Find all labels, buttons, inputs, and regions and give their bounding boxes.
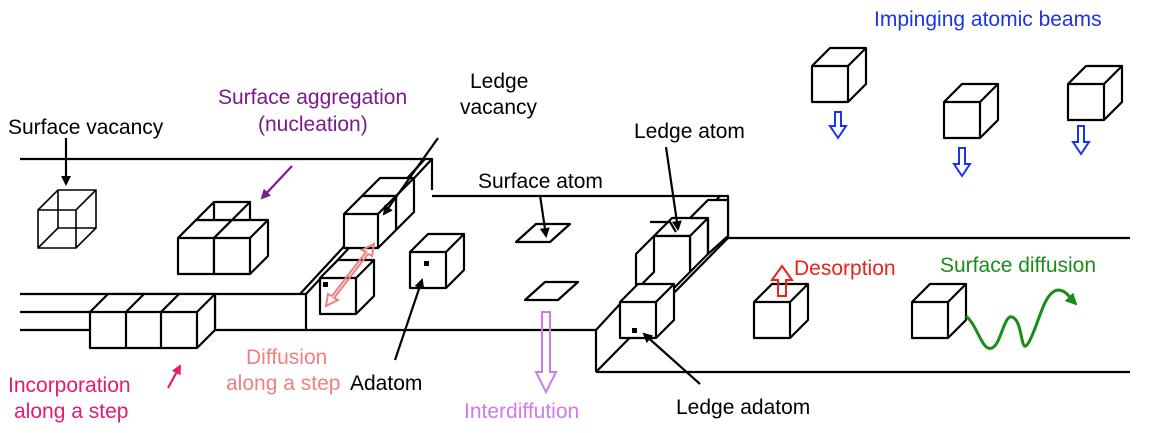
label-impinging-beams: Impinging atomic beams xyxy=(874,8,1102,31)
adatom-cube xyxy=(408,232,466,290)
label-incorporation-1: Incorporation xyxy=(8,374,131,397)
label-ledge-adatom: Ledge adatom xyxy=(676,396,810,419)
beam-cube-2 xyxy=(942,82,1000,140)
label-diffusion-step-2: along a step xyxy=(226,372,340,395)
ledge-atom-cubes xyxy=(634,198,730,292)
diffusion-along-step-arrow xyxy=(324,242,376,308)
beam-arrows xyxy=(828,111,1091,178)
label-adatom: Adatom xyxy=(350,372,422,395)
ledge-atom-arrow xyxy=(664,146,682,231)
ledge-vacancy-cubes xyxy=(342,176,416,250)
ledge-adatom-cube xyxy=(618,282,676,340)
surface-diffusion-cube xyxy=(910,282,968,340)
incorporation-cubes xyxy=(88,292,217,350)
desorption-arrow xyxy=(770,264,794,297)
step-cubes xyxy=(318,258,376,316)
label-diffusion-step-1: Diffusion xyxy=(246,346,327,369)
ledge-adatom-arrow xyxy=(642,332,701,385)
label-surface-vacancy: Surface vacancy xyxy=(8,116,164,139)
label-desorption: Desorption xyxy=(794,257,896,280)
surface-atom-tiles xyxy=(514,222,580,302)
adatom-arrow xyxy=(393,278,425,361)
label-ledge-vacancy-1: Ledge xyxy=(470,70,528,93)
label-nucleation: (nucleation) xyxy=(258,113,368,136)
label-incorporation-2: along a step xyxy=(14,400,128,423)
label-ledge-vacancy-2: vacancy xyxy=(460,96,538,119)
nucleation-cluster xyxy=(176,200,270,276)
surface-vacancy-cube xyxy=(37,189,97,249)
surface-atom-arrow xyxy=(538,194,550,238)
surface-diffusion-arrow xyxy=(964,288,1078,350)
label-interdiffusion: Interdiffution xyxy=(464,400,579,423)
label-surface-aggregation: Surface aggregation xyxy=(218,86,407,109)
interdiffusion-arrow xyxy=(534,311,558,395)
label-surface-diffusion: Surface diffusion xyxy=(940,254,1096,277)
beam-cube-1 xyxy=(810,46,868,104)
label-ledge-atom: Ledge atom xyxy=(634,120,745,143)
beam-cube-3 xyxy=(1066,64,1124,122)
label-surface-atom: Surface atom xyxy=(478,170,603,193)
desorption-cube xyxy=(752,282,810,340)
ledge-vacancy-arrow xyxy=(382,137,439,216)
incorporation-arrow xyxy=(167,364,181,389)
nucleation-arrow xyxy=(260,165,293,200)
